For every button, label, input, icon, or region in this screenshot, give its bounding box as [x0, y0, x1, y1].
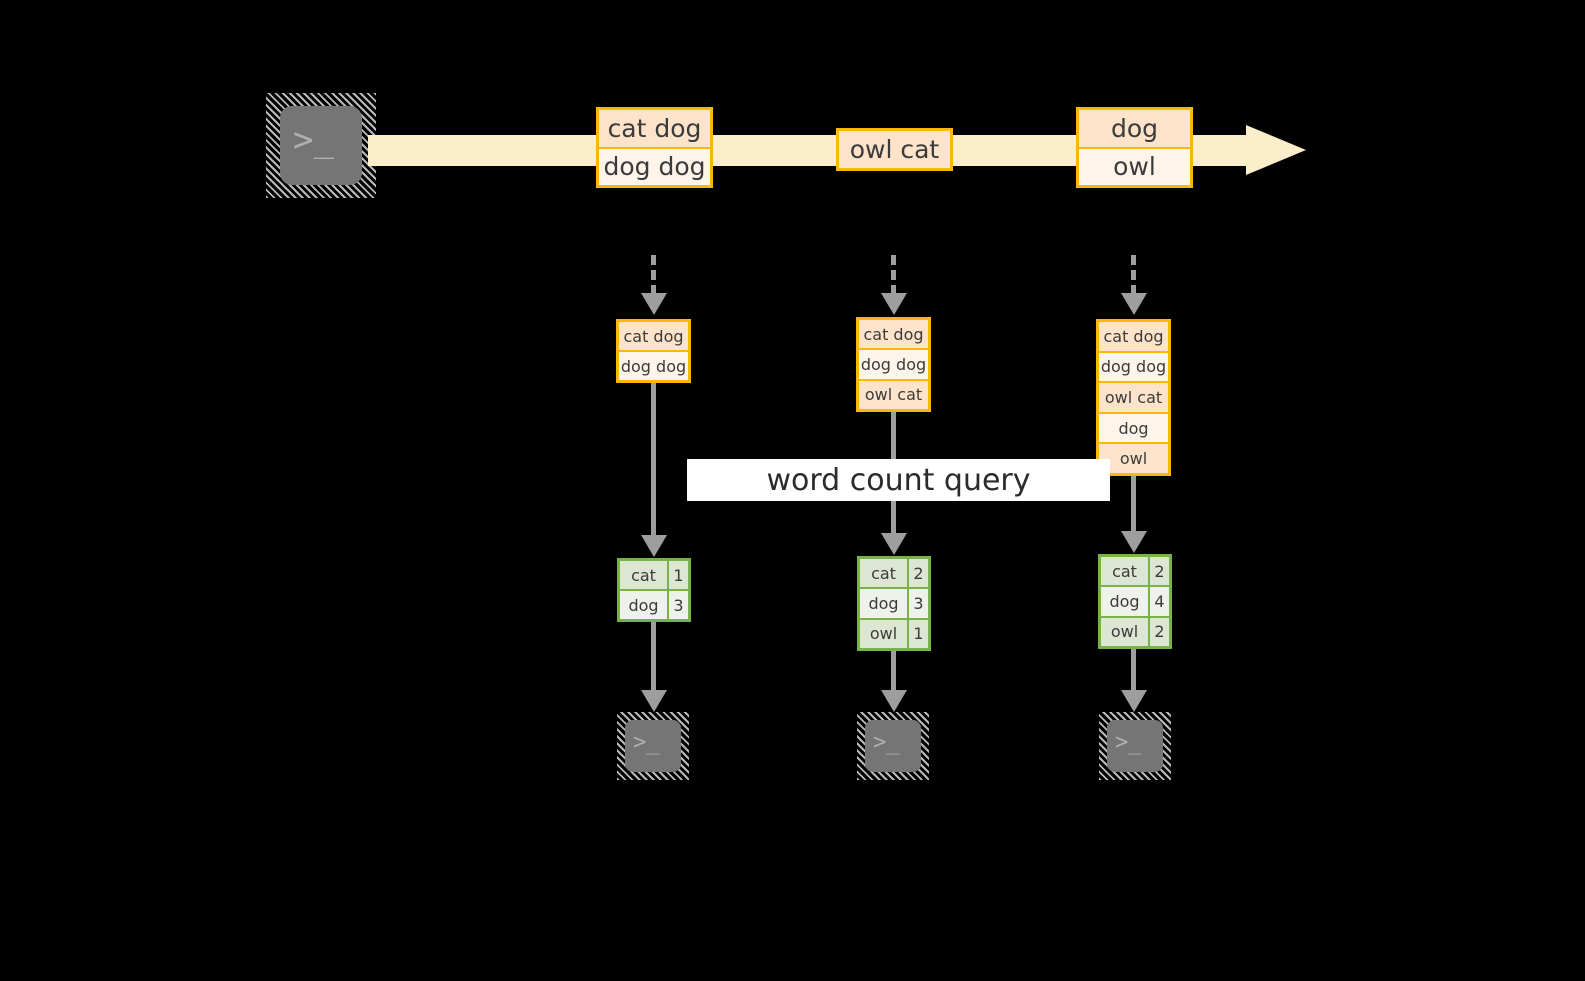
stream-batch-line: owl cat: [839, 131, 950, 168]
input-table-row: owl: [1099, 442, 1168, 473]
result-table-row: owl 1: [860, 617, 928, 648]
result-count-cell: 2: [913, 563, 924, 583]
trigger-3-dashed-connector: [1131, 255, 1136, 295]
input-table-row: dog dog: [859, 348, 928, 379]
result-count-cell: 3: [673, 595, 684, 615]
result-count-cell: 1: [673, 565, 684, 585]
result-word-cell: owl: [860, 619, 909, 648]
result-count-cell: 3: [913, 593, 924, 613]
sink-terminal-1: >_: [617, 712, 689, 780]
trigger-2-sink-arrowhead: [881, 690, 907, 712]
input-table-row: dog dog: [619, 350, 688, 380]
terminal-prompt-glyph: >_: [293, 120, 334, 160]
result-count-cell: 2: [1154, 561, 1165, 581]
result-table-row: dog 3: [620, 589, 688, 619]
trigger-3-sink-arrowhead: [1121, 690, 1147, 712]
trigger-3-dashed-arrowhead: [1121, 293, 1147, 315]
trigger-1-dashed-arrowhead: [641, 293, 667, 315]
result-word-cell: cat: [1101, 557, 1150, 586]
input-table-row: cat dog: [859, 320, 928, 349]
result-word-cell: dog: [620, 591, 669, 619]
input-table-row: dog: [1099, 411, 1168, 443]
input-table-2: cat dog dog dog owl cat: [856, 317, 931, 412]
stream-batch-1: cat dog dog dog: [596, 107, 713, 188]
result-table-row: cat 2: [1101, 557, 1169, 586]
result-word-cell: dog: [1101, 587, 1150, 616]
terminal-body: [625, 720, 681, 772]
terminal-body: [280, 106, 362, 185]
trigger-1-dashed-connector: [651, 255, 656, 295]
input-table-row: cat dog: [619, 322, 688, 350]
input-table-row: cat dog: [1099, 322, 1168, 351]
result-word-cell: owl: [1101, 617, 1150, 646]
result-word-cell: dog: [860, 589, 909, 618]
result-table-2: cat 2 dog 3 owl 1: [857, 556, 931, 651]
result-word-cell: cat: [620, 561, 669, 589]
result-count-cell: 1: [913, 624, 924, 644]
query-label-text: word count query: [766, 462, 1031, 498]
sink-terminal-3: >_: [1099, 712, 1171, 780]
trigger-1-sink-arrowhead: [641, 690, 667, 712]
result-table-1: cat 1 dog 3: [617, 558, 691, 622]
stream-batch-line: dog: [1079, 110, 1190, 147]
terminal-prompt-glyph: >_: [1115, 730, 1142, 755]
trigger-3-query-arrowhead: [1121, 531, 1147, 553]
trigger-2-dashed-arrowhead: [881, 293, 907, 315]
trigger-1-query-arrowhead: [641, 535, 667, 557]
result-table-row: owl 2: [1101, 615, 1169, 646]
result-table-row: cat 2: [860, 559, 928, 588]
result-count-cell: 2: [1154, 622, 1165, 642]
stream-batch-line: owl: [1079, 146, 1190, 185]
trigger-1-sink-connector: [651, 622, 656, 692]
event-stream-arrowhead: [1246, 125, 1306, 175]
result-count-cell: 4: [1154, 591, 1165, 611]
trigger-2-query-arrowhead: [881, 533, 907, 555]
stream-batch-3: dog owl: [1076, 107, 1193, 188]
query-label-band: word count query: [687, 459, 1110, 501]
trigger-2-sink-connector: [891, 651, 896, 692]
input-table-1: cat dog dog dog: [616, 319, 691, 383]
stream-batch-line: cat dog: [599, 110, 710, 147]
stream-batch-line: dog dog: [599, 146, 710, 185]
input-table-row: owl cat: [859, 378, 928, 409]
input-table-row: dog dog: [1099, 350, 1168, 382]
input-table-3: cat dog dog dog owl cat dog owl: [1096, 319, 1171, 476]
result-table-3: cat 2 dog 4 owl 2: [1098, 554, 1172, 649]
result-table-row: dog 3: [860, 587, 928, 618]
trigger-3-query-connector: [1131, 476, 1136, 534]
terminal-body: [1107, 720, 1163, 772]
sink-terminal-2: >_: [857, 712, 929, 780]
terminal-prompt-glyph: >_: [873, 730, 900, 755]
input-table-row: owl cat: [1099, 381, 1168, 412]
result-word-cell: cat: [860, 559, 909, 588]
terminal-prompt-glyph: >_: [633, 730, 660, 755]
stream-batch-2: owl cat: [836, 128, 953, 171]
trigger-2-dashed-connector: [891, 255, 896, 295]
trigger-1-query-connector: [651, 383, 656, 538]
result-table-row: cat 1: [620, 561, 688, 589]
trigger-3-sink-connector: [1131, 649, 1136, 692]
source-terminal-icon: >_: [266, 93, 376, 198]
terminal-body: [865, 720, 921, 772]
result-table-row: dog 4: [1101, 585, 1169, 616]
